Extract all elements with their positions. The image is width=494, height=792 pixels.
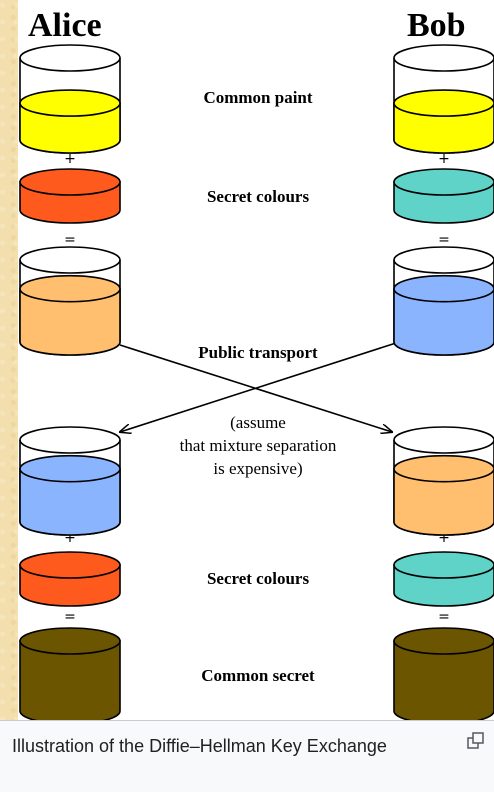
bob-mixture-cylinder	[393, 246, 494, 356]
enlarge-icon[interactable]	[466, 731, 486, 751]
bob-received-cylinder	[393, 426, 494, 536]
bob-title: Bob	[407, 7, 466, 44]
label-common-paint: Common paint	[203, 88, 312, 107]
alice-common-secret-cylinder	[19, 627, 121, 720]
bob-common-paint-cylinder	[393, 44, 494, 154]
bob-plus-2: +	[438, 530, 450, 546]
arrow-bob-to-alice	[120, 342, 397, 432]
alice-plus-2: +	[64, 530, 76, 546]
alice-received-cylinder	[19, 426, 121, 536]
alice-mixture-cylinder	[19, 246, 121, 356]
bob-plus-1: +	[438, 151, 450, 167]
label-secret-colours-2: Secret colours	[207, 569, 310, 588]
bob-equals-1: =	[438, 232, 450, 248]
label-assume-line1: (assume	[230, 413, 286, 432]
label-assume-line2: that mixture separation	[180, 436, 337, 455]
bob-equals-2: =	[438, 609, 450, 625]
alice-secret-disc-2	[19, 551, 121, 607]
alice-equals-1: =	[64, 232, 76, 248]
bob-common-secret-cylinder	[393, 627, 494, 720]
label-common-secret: Common secret	[201, 666, 315, 685]
alice-common-paint-cylinder	[19, 44, 121, 154]
alice-title: Alice	[28, 7, 102, 44]
bob-secret-disc-1	[393, 168, 494, 224]
alice-plus-1: +	[64, 151, 76, 167]
label-assume-line3: is expensive)	[213, 459, 302, 478]
caption-text: Illustration of the Diffie–Hellman Key E…	[12, 736, 387, 756]
figure-caption: Illustration of the Diffie–Hellman Key E…	[0, 720, 494, 792]
bob-secret-disc-2	[393, 551, 494, 607]
label-public-transport: Public transport	[198, 343, 318, 362]
alice-secret-disc-1	[19, 168, 121, 224]
label-secret-colours-1: Secret colours	[207, 187, 310, 206]
diffie-hellman-diagram: Alice Bob Common paint Secret colours Pu…	[18, 0, 494, 720]
alice-equals-2: =	[64, 609, 76, 625]
